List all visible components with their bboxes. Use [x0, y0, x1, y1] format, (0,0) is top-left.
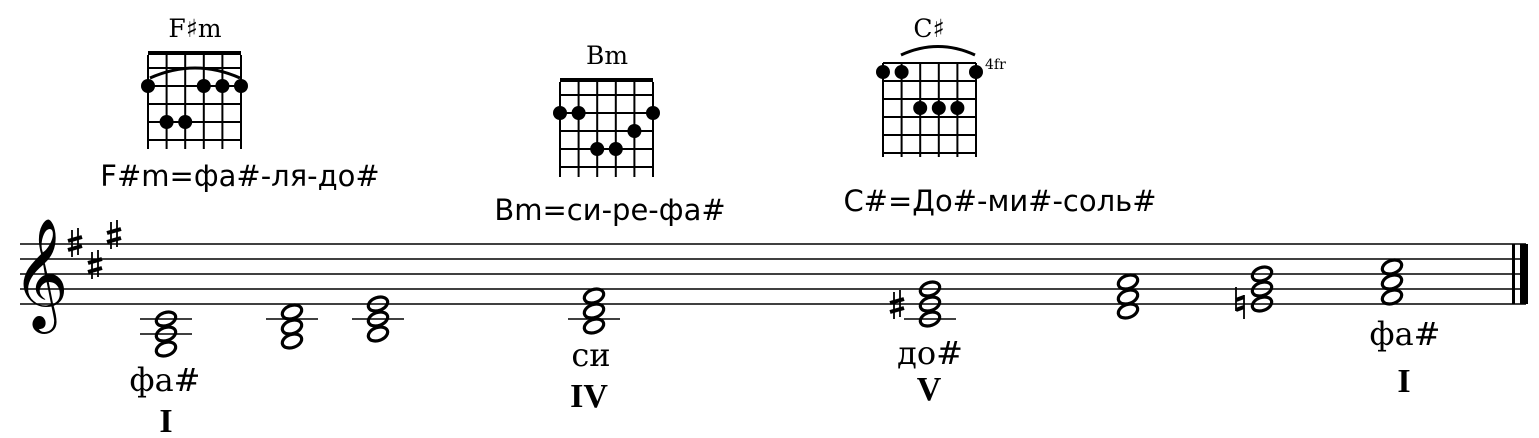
chord-formula-bm: Bm=си-ре-фа# — [494, 193, 725, 227]
finger-dot — [608, 142, 623, 156]
finger-dot — [931, 101, 946, 115]
staff-chord-1 — [140, 307, 192, 361]
finger-dot — [178, 115, 193, 129]
staff-chord-7 — [1234, 262, 1276, 321]
staff-chord-4 — [568, 284, 620, 338]
note-name-chord5: до# — [897, 334, 963, 372]
finger-dot — [196, 79, 211, 93]
finger-dot — [234, 79, 248, 93]
finger-dot — [159, 115, 174, 129]
key-signature — [66, 218, 123, 281]
finger-dots-cs — [876, 65, 983, 115]
finger-dot — [894, 65, 909, 79]
staff-chord-5 — [888, 277, 956, 331]
staff-chord-8 — [1378, 255, 1406, 309]
chord-formula-fsm: F#m=фа#-ля-до# — [100, 159, 379, 193]
degree-chord8: I — [1397, 363, 1410, 400]
chord-diagram-fsm: F♯m F#m=фа#-ля-до# — [100, 14, 379, 193]
finger-dot — [215, 79, 230, 93]
finger-dot — [141, 79, 155, 93]
finger-dot — [969, 65, 983, 79]
note-name-chord8: фа# — [1370, 315, 1441, 353]
finger-dot — [950, 101, 965, 115]
chord-formula-cs: C#=До#-ми#-соль# — [843, 184, 1156, 218]
finger-dot — [646, 106, 660, 120]
notehead — [278, 329, 306, 353]
finger-dots-bm — [553, 106, 660, 156]
chord-name-cs: C♯ — [913, 14, 944, 43]
finger-dot — [876, 65, 890, 79]
note-name-chord1: фа# — [130, 361, 201, 399]
notehead — [152, 337, 180, 361]
chord-name-bm: Bm — [586, 41, 628, 70]
staff-chord-3 — [352, 292, 404, 346]
sharp-icon — [66, 226, 84, 259]
notehead — [364, 322, 392, 346]
note-name-chord4: си — [571, 336, 610, 374]
finger-dots-fsm — [141, 79, 248, 129]
staff-chord-6 — [1114, 270, 1142, 323]
degree-chord4: IV — [570, 378, 608, 415]
chord-diagram-bm: Bm Bm=си-ре-фа# — [494, 41, 725, 227]
chord-name-fsm: F♯m — [168, 14, 221, 43]
finger-dot — [913, 101, 928, 115]
finger-dot — [571, 106, 586, 120]
degree-chord1: I — [159, 403, 172, 438]
finger-dot — [590, 142, 605, 156]
staff-chord-2 — [266, 300, 318, 353]
treble-clef-icon: 𝄞 — [12, 217, 69, 334]
finger-dot — [553, 106, 567, 120]
fret-position-label-cs: 4fr — [985, 57, 1006, 73]
natural-icon — [1234, 285, 1246, 321]
chord-diagram-cs: C♯ 4fr C#=До#-ми#-соль# — [843, 14, 1156, 218]
degree-chord5: V — [917, 371, 942, 408]
staff-lines — [20, 243, 1526, 305]
final-barline-icon — [1512, 244, 1528, 304]
barre-arc-cs — [900, 45, 976, 57]
barre-arc-fsm — [149, 66, 241, 80]
finger-dot — [627, 124, 642, 138]
